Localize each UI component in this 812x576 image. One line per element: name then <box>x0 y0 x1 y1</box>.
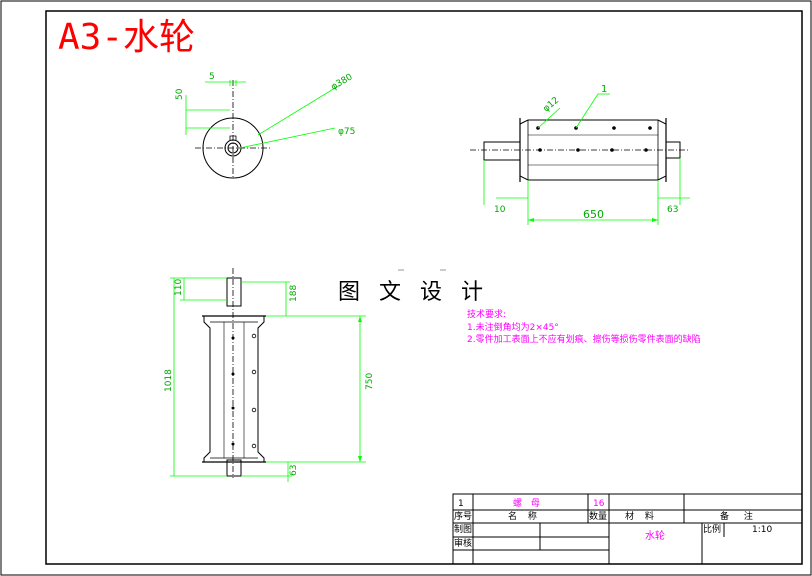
part-name: 水轮 <box>645 531 665 542</box>
label-scale: 比例 <box>703 525 722 535</box>
dim-750: 750 <box>365 373 375 390</box>
dim-1018: 1018 <box>164 369 174 392</box>
leader-380 <box>257 84 341 136</box>
row-name: 螺 母 <box>513 499 543 509</box>
dim-110: 110 <box>174 279 184 296</box>
dim-50: 50 <box>175 88 185 100</box>
dim-188: 188 <box>289 285 299 302</box>
balloon-1: 1 <box>601 84 607 95</box>
top-view: φ12 1 10 650 63 <box>470 84 690 225</box>
header-material: 材 料 <box>625 512 658 522</box>
dim-10: 10 <box>494 205 506 215</box>
header-remark: 备 注 <box>720 512 759 522</box>
drawing-title: A3-水轮 <box>58 17 196 58</box>
title-block <box>452 493 803 565</box>
tech-req-heading: 技术要求: <box>467 310 507 320</box>
watermark-text: 图 文 设 计 <box>338 280 489 305</box>
row-qty: 16 <box>593 499 605 509</box>
inner-frame <box>45 10 803 565</box>
dim-63-top: 63 <box>667 205 678 215</box>
row-no: 1 <box>458 499 464 509</box>
header-qty: 数量 <box>589 512 608 522</box>
label-drawn: 制图 <box>454 525 473 535</box>
dim-63-front: 63 <box>289 465 299 476</box>
dim-75: φ75 <box>338 127 355 137</box>
scale-value: 1:10 <box>752 525 773 535</box>
dim-5: 5 <box>209 72 215 82</box>
tech-req-item-2: 2.零件加工表面上不应有划痕、擦伤等损伤零件表面的缺陷 <box>467 335 701 345</box>
side-view: 5 50 φ380 φ75 <box>175 72 355 179</box>
dim-12: φ12 <box>542 95 562 114</box>
label-checked: 审核 <box>454 539 473 549</box>
dim-650: 650 <box>583 208 604 221</box>
dim-380: φ380 <box>330 72 355 92</box>
tech-req-item-1: 1.未注倒角均为2×45° <box>467 323 559 333</box>
front-view: 110 188 1018 750 63 <box>164 268 375 482</box>
wheel-outer-circle <box>202 117 264 179</box>
header-name: 名 称 <box>508 512 541 522</box>
leader-75 <box>239 127 336 149</box>
header-no: 序号 <box>454 512 473 522</box>
